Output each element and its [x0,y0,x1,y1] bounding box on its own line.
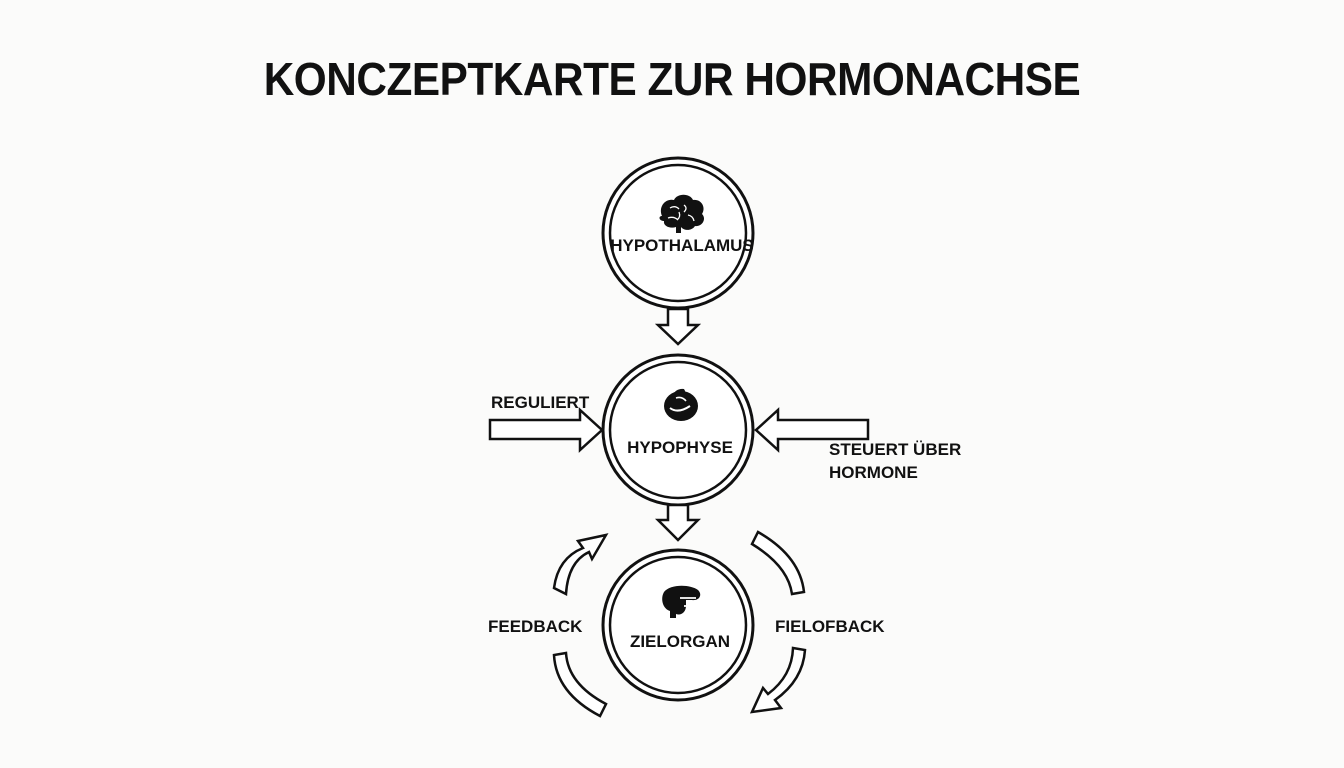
edge-label-steuert-line1: STEUERT ÜBER [829,440,961,459]
arrow-hypothalamus-to-hypophyse [654,307,702,346]
node-hypophyse: HYPOPHYSE [601,353,755,507]
feedback-arc-left-lower [552,651,608,718]
edge-label-reguliert: REGULIERT [491,393,590,412]
feedback-arc-left-upper [552,533,609,596]
diagram-title: KONCZEPTKARTE ZUR HORMONACHSE [263,53,1081,105]
arrow-hypophyse-to-zielorgan [654,503,702,542]
node-zielorgan: ZIELORGAN [601,548,755,702]
feedback-arc-right-upper [750,530,806,596]
edge-label-steuert-line2: HORMONE [829,463,918,482]
organ-icon [662,585,701,618]
node-hypothalamus: HYPOTHALAMUS [601,156,755,310]
brain-icon [659,194,705,233]
feedback-arc-right-lower [749,646,807,714]
edge-label-feedback-right: FIELOFBACK [775,617,885,636]
pituitary-gland-icon [664,388,698,421]
arrow-steuert [754,407,870,453]
node-label-hypophyse: HYPOPHYSE [627,438,733,457]
node-label-zielorgan: ZIELORGAN [630,632,730,651]
arrow-reguliert [488,407,604,453]
node-label-hypothalamus: HYPOTHALAMUS [610,236,754,255]
edge-label-feedback-left: FEEDBACK [488,617,583,636]
